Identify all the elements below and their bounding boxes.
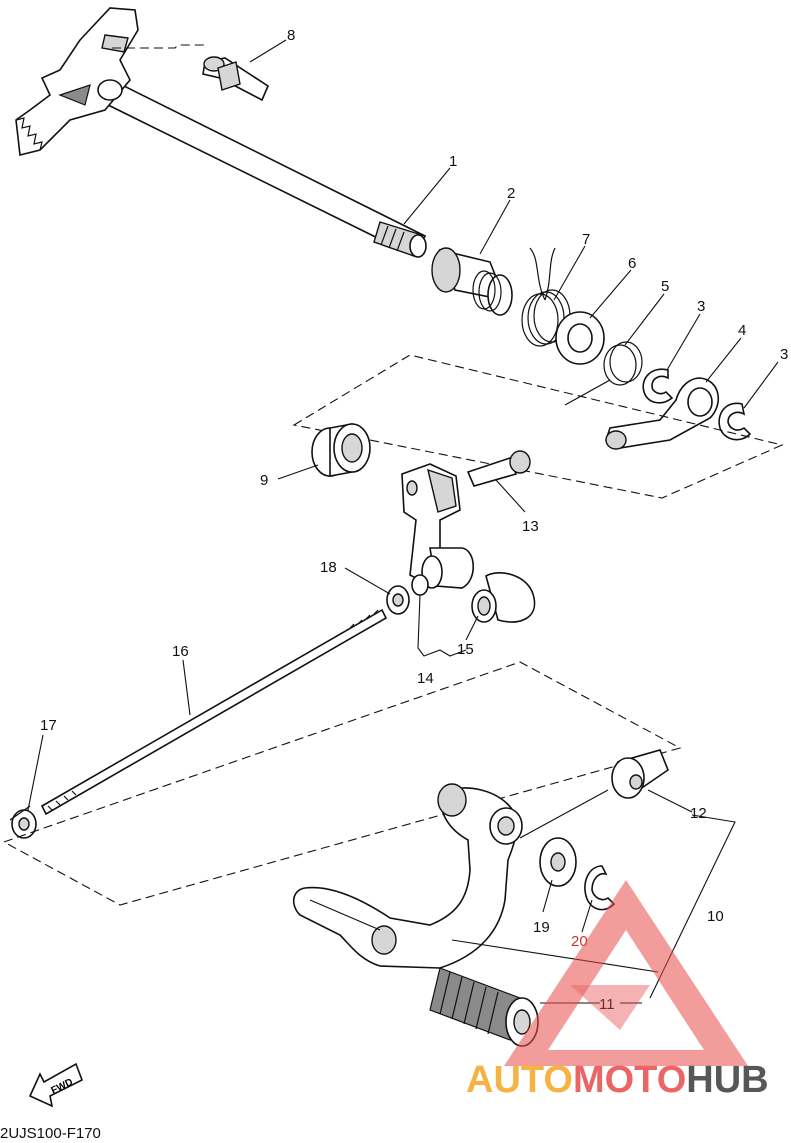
watermark-auto: AUTO	[466, 1059, 573, 1101]
callout-2: 2	[507, 185, 515, 202]
callout-18: 18	[320, 559, 337, 576]
circlip-3b	[718, 402, 752, 441]
joint-15	[471, 572, 536, 623]
bearing-9	[311, 423, 371, 477]
shift-shaft	[15, 7, 427, 258]
callout-8: 8	[287, 27, 295, 44]
callout-11: 11	[599, 996, 615, 1013]
fwd-arrow-icon: FWD	[28, 1062, 84, 1108]
watermark-logo: AUTOMOTOHUB	[466, 880, 769, 1101]
callout-1: 1	[449, 153, 457, 170]
callout-4: 4	[738, 322, 746, 339]
rubber-11	[429, 967, 539, 1047]
pivot-12	[611, 749, 669, 799]
shift-pedal-10	[292, 783, 523, 969]
bolt-13	[466, 450, 531, 487]
collar-2	[431, 247, 513, 316]
callout-15: 15	[457, 641, 474, 658]
circlip-20	[584, 865, 616, 911]
callout-12: 12	[690, 805, 707, 822]
lever-4	[605, 377, 719, 450]
drawing-code: 2UJS100-F170	[0, 1125, 101, 1142]
callout-13: 13	[522, 518, 539, 535]
watermark-hub: HUB	[686, 1059, 768, 1101]
callout-5: 5	[661, 278, 669, 295]
callout-19: 19	[533, 919, 550, 936]
callout-10: 10	[707, 908, 724, 925]
rod-16	[40, 608, 388, 816]
callout-3a: 3	[697, 298, 705, 315]
callout-14: 14	[417, 670, 434, 687]
spring-5	[564, 341, 643, 406]
callout-9: 9	[260, 472, 268, 489]
callout-17: 17	[40, 717, 57, 734]
callout-7: 7	[582, 231, 590, 248]
leader-lines	[27, 39, 779, 1004]
watermark-moto: MOTO	[573, 1059, 686, 1101]
circlip-3a	[642, 368, 674, 404]
arm-14	[401, 463, 475, 589]
callout-16: 16	[172, 643, 189, 660]
callout-3b: 3	[780, 346, 788, 363]
watermark-triangle-icon	[504, 880, 748, 1066]
watermark-text: AUTOMOTOHUB	[466, 1059, 769, 1101]
callout-6: 6	[628, 255, 636, 272]
bolt-8	[202, 56, 270, 102]
callouts: 1 2 7 6 5 3 4 3 8 9 13 18 15 14 16 17 12…	[40, 27, 788, 1013]
